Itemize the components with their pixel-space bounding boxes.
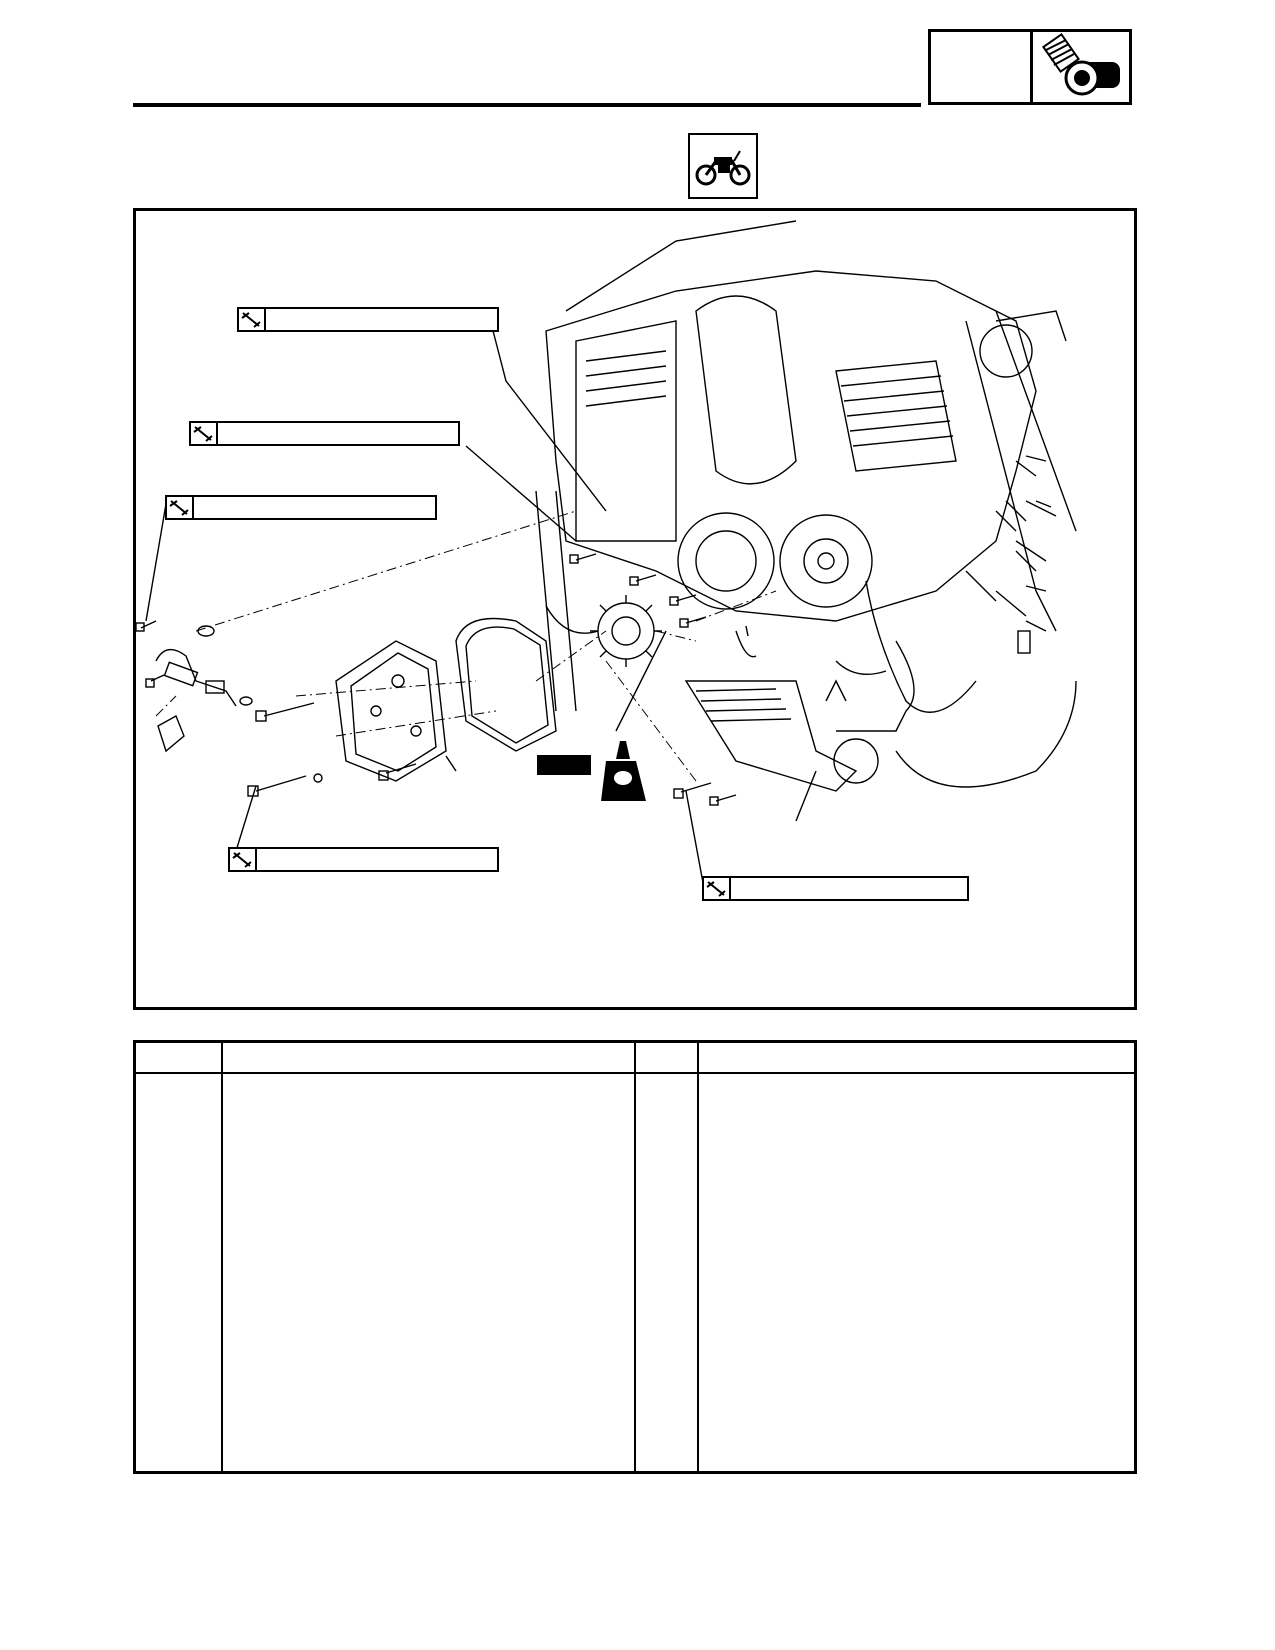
table-column-divider <box>221 1043 223 1471</box>
table-column-divider <box>634 1043 636 1471</box>
table-header-order <box>140 1050 216 1068</box>
torque-wrench-icon <box>704 878 731 899</box>
clutch-cover <box>677 512 775 610</box>
stator-coil <box>597 602 655 660</box>
parts-table <box>133 1040 1137 1474</box>
exploded-diagram-frame <box>133 208 1137 1010</box>
table-column-divider <box>697 1043 699 1471</box>
exploded-diagram <box>136 220 1077 900</box>
rotor <box>779 514 873 608</box>
torque-callout-3 <box>165 495 437 520</box>
cover-gasket <box>455 617 557 752</box>
motorcycle-icon-box <box>688 133 758 199</box>
chapter-tab-divider <box>1030 29 1033 105</box>
torque-wrench-icon <box>239 309 266 330</box>
air-cleaner-cover <box>695 295 797 485</box>
torque-callout-4 <box>228 847 499 872</box>
torque-wrench-icon <box>230 849 257 870</box>
header-rule <box>133 103 921 107</box>
black-label-box <box>537 755 591 775</box>
engine-overhaul-icon <box>1041 33 1120 96</box>
table-header-remarks <box>704 1050 1124 1068</box>
footrest-bracket <box>684 680 858 792</box>
table-header-job <box>230 1050 628 1068</box>
crankcase-cover <box>335 640 447 782</box>
torque-wrench-icon <box>191 423 218 444</box>
torque-callout-5 <box>702 876 969 901</box>
engine-block-outline <box>545 270 1037 622</box>
torque-callout-2 <box>189 421 460 446</box>
table-header-qty <box>640 1050 692 1068</box>
torque-callout-1 <box>237 307 499 332</box>
horn <box>979 324 1033 378</box>
torque-wrench-icon <box>167 497 194 518</box>
motorcycle-icon <box>695 150 751 186</box>
